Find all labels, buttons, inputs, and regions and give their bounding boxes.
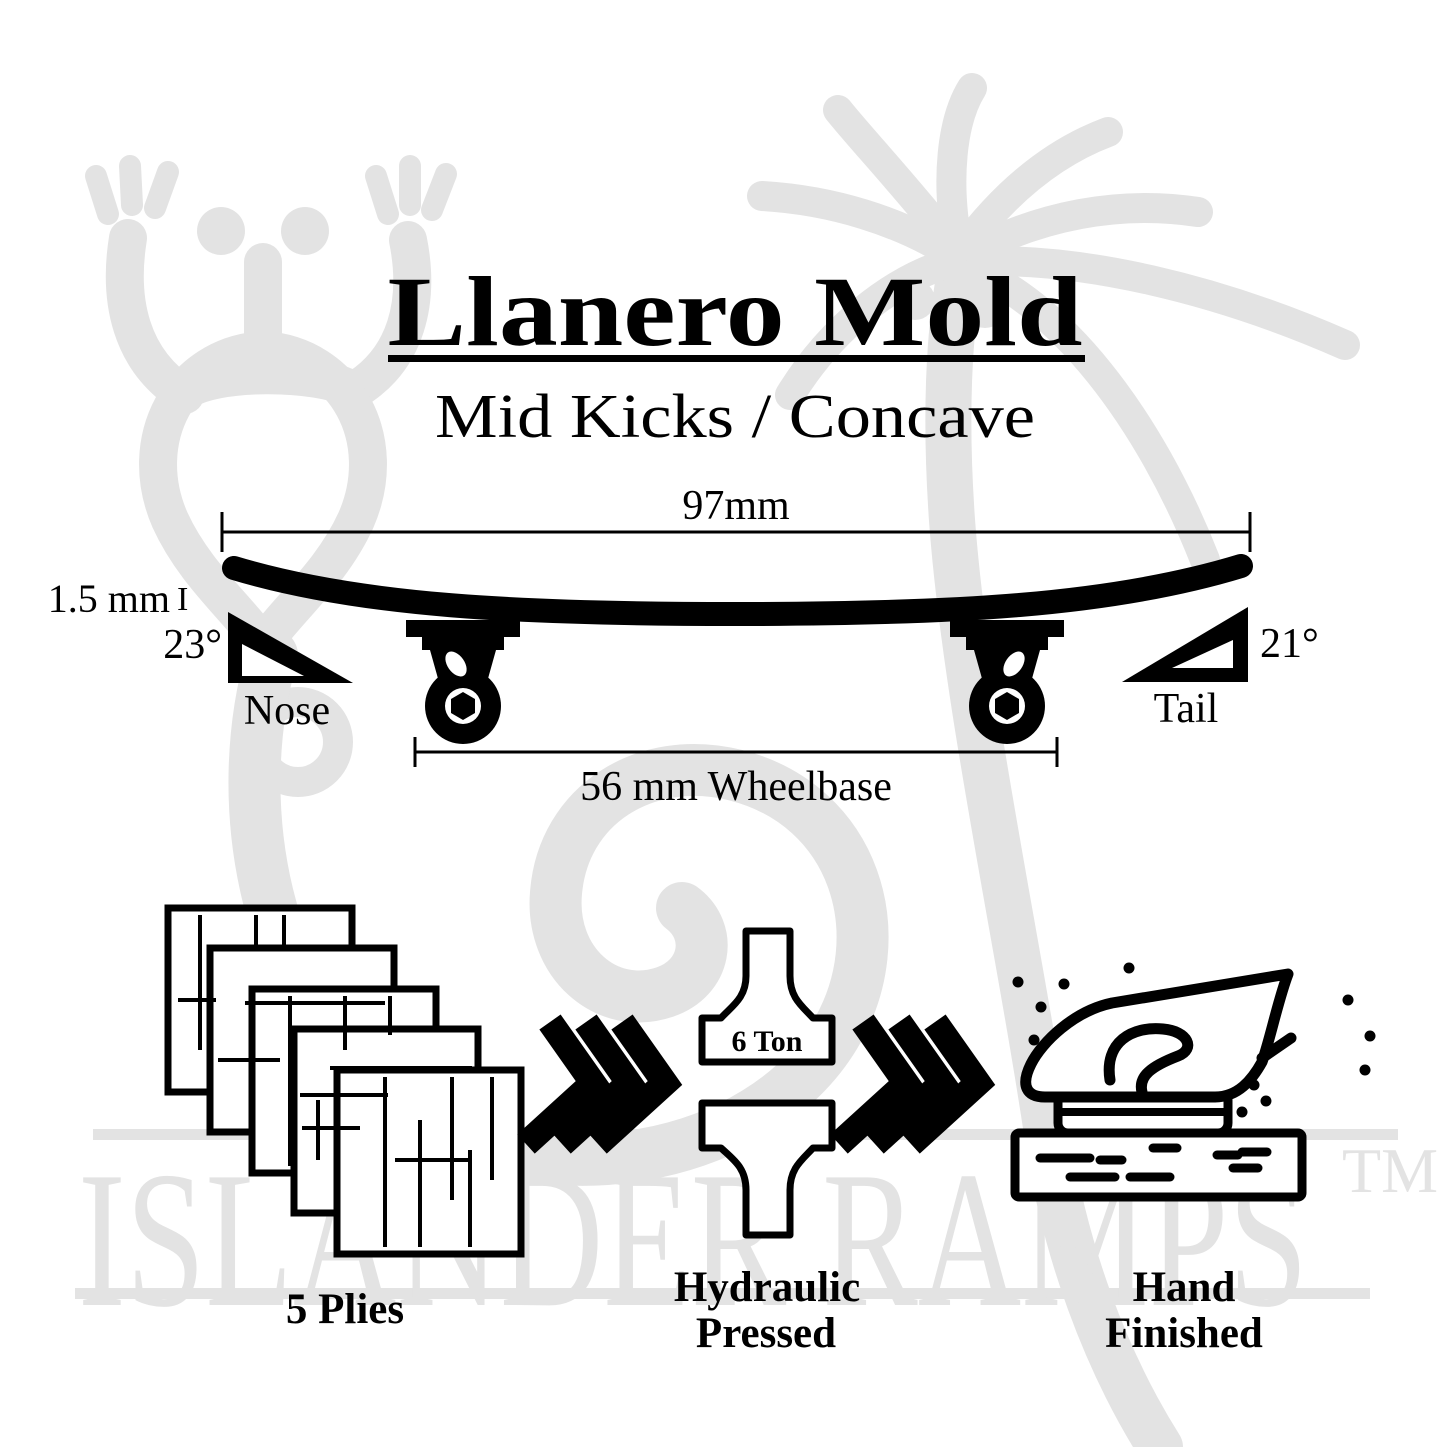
wheelbase-dim-label: 56 mm Wheelbase: [580, 764, 892, 810]
wheelbase-dimension: 56 mm Wheelbase: [413, 737, 1059, 810]
title-underline: [388, 355, 1085, 362]
length-dim-label: 97mm: [682, 483, 790, 529]
chevron-arrows-icon: [517, 1014, 683, 1154]
gecko-petroglyph-icon: [85, 155, 457, 797]
watermark-trademark-text: TM: [1342, 1135, 1438, 1206]
skateboard-side-view-icon: [222, 554, 1253, 744]
process-step-labels: 5 Plies Hydraulic Pressed Hand Finished: [286, 1264, 1263, 1357]
page-subtitle: Mid Kicks / Concave: [435, 383, 1035, 451]
watermark-rule-bottom: [75, 1288, 1370, 1299]
tail-annotations: 21° Tail: [1122, 607, 1319, 732]
page-title: Llanero Mold: [388, 256, 1083, 367]
nose-annotations: 1.5 mm I 23° Nose: [48, 576, 353, 734]
plies-step-label: 5 Plies: [286, 1286, 404, 1333]
truck-left: [406, 620, 520, 744]
finish-step-label-line2: Finished: [1105, 1310, 1263, 1357]
chevron-arrows-icon: [830, 1014, 996, 1154]
nose-angle-label: 23°: [163, 622, 222, 668]
deck-profile: [222, 554, 1253, 627]
dust-dots: [1012, 962, 1376, 1118]
kick-rise-label: 1.5 mm: [48, 576, 170, 621]
hand-sanding-icon: [1010, 962, 1376, 1202]
plies-stack-icon: [164, 904, 525, 1258]
nose-angle-triangle-icon: [228, 612, 353, 683]
press-step-label-line1: Hydraulic: [674, 1264, 860, 1311]
tail-angle-label: 21°: [1260, 621, 1319, 667]
header: Llanero Mold Mid Kicks / Concave: [388, 256, 1085, 451]
press-capacity-label: 6 Ton: [732, 1025, 803, 1058]
tail-angle-triangle-icon: [1122, 607, 1248, 682]
kick-rise-tick: I: [177, 581, 188, 618]
nose-label: Nose: [244, 688, 330, 734]
length-dimension: 97mm: [220, 483, 1252, 552]
tail-label: Tail: [1154, 686, 1219, 732]
hydraulic-press-icon: 6 Ton: [698, 927, 836, 1239]
finish-step-label-line1: Hand: [1133, 1264, 1236, 1311]
truck-right: [950, 620, 1064, 744]
press-step-label-line2: Pressed: [696, 1310, 836, 1357]
